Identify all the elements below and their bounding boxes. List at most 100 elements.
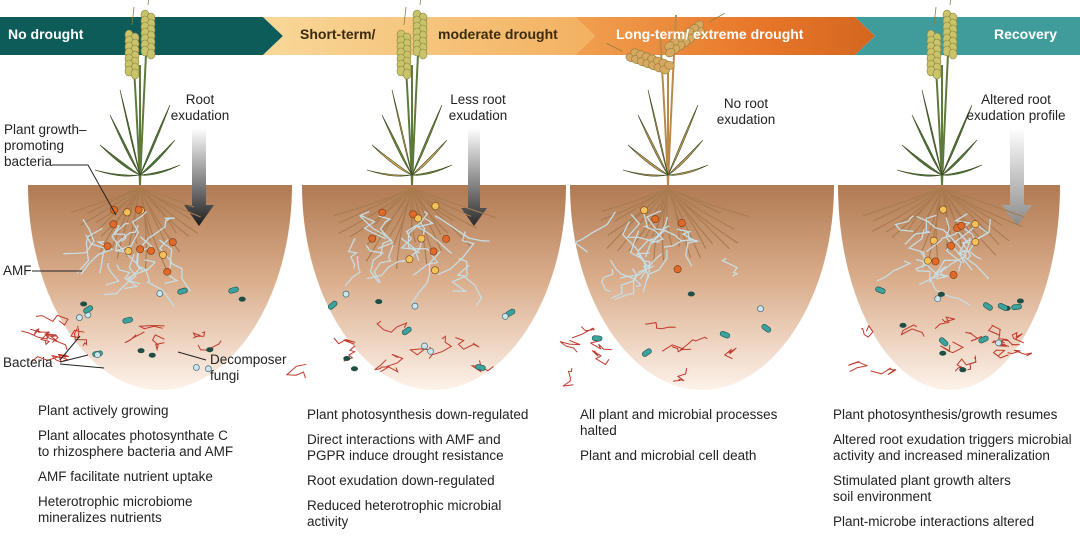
decomposer-fungus (662, 344, 685, 353)
plant-ear (942, 0, 958, 60)
bacterium-dark (137, 348, 145, 354)
bacterium-dark (350, 366, 358, 372)
decomposer-fungus (285, 363, 307, 379)
plant-leaf (941, 104, 973, 176)
stage-title-long-term: Long-term/ extreme drought (616, 26, 804, 42)
amf-hypha (103, 254, 137, 296)
root (134, 187, 141, 245)
decomposer-fungus (559, 339, 581, 353)
pgpb-cell (103, 242, 112, 251)
bacterium-rod (939, 337, 949, 347)
decomposer-fungus (124, 331, 145, 344)
root (365, 187, 413, 262)
exudation-arrow-4 (1002, 128, 1032, 226)
plant-leaf (391, 89, 413, 176)
plant-leaf (139, 104, 171, 176)
bacterium-rod (719, 330, 731, 339)
amf-hypha (112, 222, 129, 243)
plant-leaf (94, 169, 141, 177)
bacterium-cocci (995, 339, 1002, 347)
callout-decomposer-fungi: Decomposer fungi (210, 352, 287, 383)
bacterium-rod (327, 300, 338, 310)
plants (94, 0, 983, 186)
plant-leaf (941, 139, 978, 176)
decomposer-fungus (900, 324, 925, 337)
pgpb-cell (368, 234, 377, 243)
root (411, 187, 478, 229)
bacterium-cocci (411, 302, 419, 310)
plant-leaf (411, 164, 453, 176)
stage-1-desc-2: Plant allocates photosynthate C to rhizo… (38, 428, 234, 459)
amf-hypha (149, 217, 175, 238)
pgpb-cell (123, 208, 132, 217)
root (87, 187, 141, 214)
decomposer-fungus (73, 328, 88, 347)
bacterium-cocci (76, 314, 83, 321)
decomposer-fungus (967, 354, 977, 371)
bacterium-dark (80, 301, 88, 307)
amf-hypha (685, 231, 699, 267)
pgpb-cell (159, 251, 167, 259)
plant-leaf (667, 139, 704, 176)
root (666, 187, 673, 246)
root (139, 187, 195, 208)
amf-hypha (961, 237, 972, 260)
root (110, 187, 141, 251)
decomposer-fungus (40, 334, 55, 346)
plant-leaf (381, 114, 413, 176)
decomposer-fungus (1007, 349, 1033, 357)
amf-hypha (644, 210, 667, 258)
amf-hypha (953, 213, 976, 242)
stage-3-desc-1: All plant and microbial processes halted (580, 407, 778, 438)
pgpb-cell (640, 206, 649, 215)
decomposer-fungus (870, 367, 897, 376)
amf-hypha (648, 216, 668, 243)
bacterium-rod (997, 303, 1008, 311)
pgpb-cell (673, 265, 682, 274)
plant-leaf (411, 104, 443, 176)
pgpb-cell (431, 266, 439, 275)
bacteria-callout-line-3 (59, 363, 105, 369)
amf-hypha (720, 257, 739, 277)
roots (21, 187, 1033, 387)
decomposer-fungus (965, 331, 985, 342)
soil-bowl-1 (28, 185, 292, 390)
stage-banner (0, 17, 1080, 55)
pgpb-cell (134, 205, 143, 214)
plant-grain (948, 48, 958, 60)
root (872, 187, 943, 232)
pgpb-cell (409, 210, 418, 219)
stage-1-descriptions: Plant actively growing Plant allocates p… (38, 403, 233, 535)
amf-hypha (407, 211, 429, 254)
plant-grain (932, 68, 942, 80)
amf-hypha (642, 253, 663, 281)
plant-ear (606, 42, 675, 75)
decomposer-fungus (197, 340, 222, 351)
bacteria-callout-line-2 (59, 354, 89, 363)
pgpb-cell (124, 247, 133, 255)
plant-1 (94, 0, 181, 186)
root (919, 187, 943, 236)
plant-awn (949, 0, 951, 6)
pgpb-cell (163, 267, 172, 276)
pgpb-cell (417, 234, 426, 243)
decomposer-fungus (70, 325, 85, 339)
decomposer-fungus (57, 353, 70, 358)
bacterium-dark (148, 352, 156, 358)
decomposer-fungus (376, 320, 408, 333)
callout-bacteria: Bacteria (3, 355, 53, 370)
plant-ear (124, 6, 140, 80)
plant-leaf (366, 169, 413, 177)
root-system-4 (848, 187, 1033, 376)
microbes-3 (591, 206, 772, 357)
decomposer-fungus (37, 331, 59, 344)
amf-hypha (621, 221, 651, 274)
pgpb-cell (431, 202, 440, 211)
stage-title-recovery: Recovery (994, 26, 1058, 42)
root-system-3 (559, 187, 749, 387)
decomposer-fungus (138, 325, 165, 330)
plant-leaf (667, 164, 709, 176)
bacterium-cocci (501, 313, 509, 320)
